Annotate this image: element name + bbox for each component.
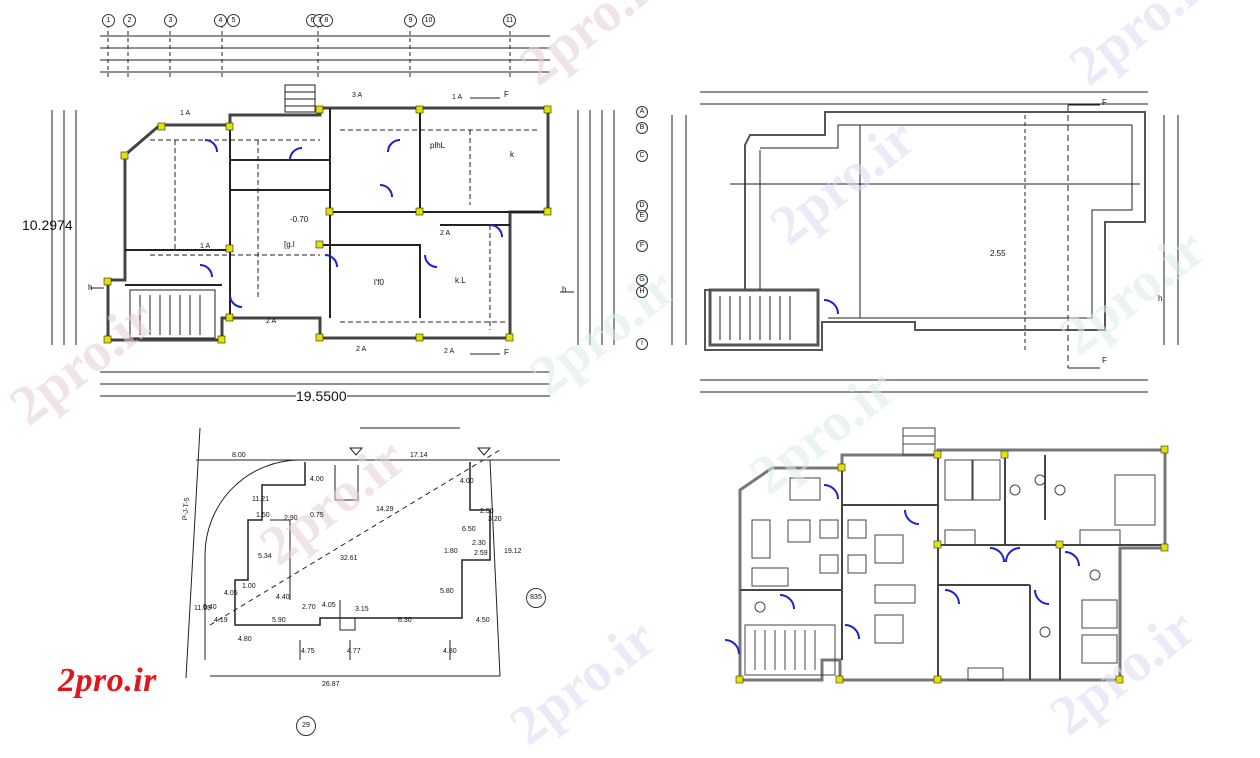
site-dimension: 4.77 — [347, 648, 361, 655]
section-mark: 3 A — [352, 92, 363, 99]
level-mark: -0.70 — [290, 215, 309, 224]
grid-bubble: I — [636, 338, 648, 350]
site-dimension: 4.75 — [301, 648, 315, 655]
site-dimension: 4.19 — [214, 617, 228, 624]
site-dimension: 2.59 — [474, 550, 488, 557]
grid-bubble: B — [636, 122, 648, 134]
site-dimension: 3.20 — [488, 516, 502, 523]
site-dimension: 6.50 — [462, 526, 476, 533]
site-dimension: 4.05 — [224, 590, 238, 597]
site-dimension: 4.05 — [322, 602, 336, 609]
site-tag: 29 — [296, 716, 316, 736]
site-dimension: 19.12 — [504, 548, 522, 555]
site-dimension: 2.70 — [302, 604, 316, 611]
overall-width-dimension: 19.5500 — [296, 388, 347, 404]
site-dimension: 17.14 — [410, 452, 428, 459]
site-dimension: 0.75 — [310, 512, 324, 519]
site-dimension: 1.80 — [444, 548, 458, 555]
brand-logo: 2pro.ir — [58, 662, 157, 699]
grid-bubble: F — [636, 240, 648, 252]
site-dimension: 4.50 — [476, 617, 490, 624]
ground-floor-doors — [199, 139, 503, 308]
furnished-plan-columns — [735, 445, 1169, 684]
grid-bubble: C — [636, 150, 648, 162]
site-dimension: 14.29 — [376, 506, 394, 513]
grid-bubble: G — [636, 274, 648, 286]
room-label: k.L — [455, 276, 466, 285]
site-dimension: 1.50 — [256, 512, 270, 519]
room-label: h — [1158, 294, 1163, 303]
site-dimension: 5.34 — [258, 553, 272, 560]
site-dimension: 32.61 — [340, 555, 358, 562]
room-label: plhL — [430, 141, 446, 150]
room-label: k — [510, 150, 514, 159]
site-dimension: 3.15 — [355, 606, 369, 613]
section-mark: 1 A — [200, 243, 211, 250]
site-dimension: 2.50 — [480, 508, 494, 515]
section-arrow-label: F — [1102, 98, 1107, 107]
site-dimension: 11.05 — [194, 605, 211, 612]
site-dimension: 6.30 — [398, 617, 412, 624]
grid-bubble: 10 — [422, 14, 435, 27]
site-dimension: 2.30 — [472, 540, 486, 547]
grid-bubble: 5 — [227, 14, 240, 27]
room-label: l'f0 — [374, 278, 384, 287]
site-dimension: 4.00 — [310, 476, 324, 483]
site-dimension: 4.40 — [276, 594, 290, 601]
site-dimension: 5.80 — [440, 588, 454, 595]
section-mark: 2 A — [444, 348, 455, 355]
grid-bubble: 8 — [320, 14, 333, 27]
grid-bubble: A — [636, 106, 648, 118]
ground-floor-columns — [103, 105, 552, 344]
site-dimension: 4.80 — [238, 636, 252, 643]
section-mark: 2 A — [356, 346, 367, 353]
grid-bubble: 4 — [214, 14, 227, 27]
section-arrow-label: F — [504, 90, 509, 99]
section-mark: 2 A — [266, 318, 277, 325]
site-dimension: 0.40 — [203, 604, 217, 611]
grid-bubble: H — [636, 286, 648, 298]
site-tag: 835 — [526, 588, 546, 608]
furnished-plan — [738, 427, 1167, 682]
site-dimension: 8.00 — [232, 452, 246, 459]
site-dimension: 5.90 — [272, 617, 286, 624]
roof-plan — [671, 91, 1179, 393]
grid-bubble: 1 — [102, 14, 115, 27]
grid-bubble: 9 — [404, 14, 417, 27]
site-dimension: 2.90 — [284, 515, 298, 522]
site-dimension: 26.87 — [322, 681, 340, 688]
room-label: [g.l — [284, 240, 295, 249]
section-mark: 1 A — [180, 110, 191, 117]
furnished-plan-doors — [724, 484, 1080, 655]
grid-bubble: 3 — [164, 14, 177, 27]
grid-bubble: 11 — [503, 14, 516, 27]
ground-floor-plan — [51, 24, 615, 397]
site-dimension: 4.00 — [460, 478, 474, 485]
site-plan — [185, 427, 560, 679]
section-arrow-label: F — [1102, 356, 1107, 365]
site-dimension: 11.21 — [252, 496, 269, 503]
section-mark: 1 A — [452, 94, 463, 101]
section-arrow-label: F — [504, 348, 509, 357]
room-label: h — [562, 285, 567, 294]
room-label: h — [88, 283, 93, 292]
grid-bubble: 2 — [123, 14, 136, 27]
site-dimension: 4.80 — [443, 648, 457, 655]
level-mark: 2.55 — [990, 249, 1006, 258]
grid-bubble: E — [636, 210, 648, 222]
section-mark: 2 A — [440, 230, 451, 237]
overall-height-dimension: 10.2974 — [22, 217, 73, 233]
site-dimension: 1.00 — [242, 583, 256, 590]
